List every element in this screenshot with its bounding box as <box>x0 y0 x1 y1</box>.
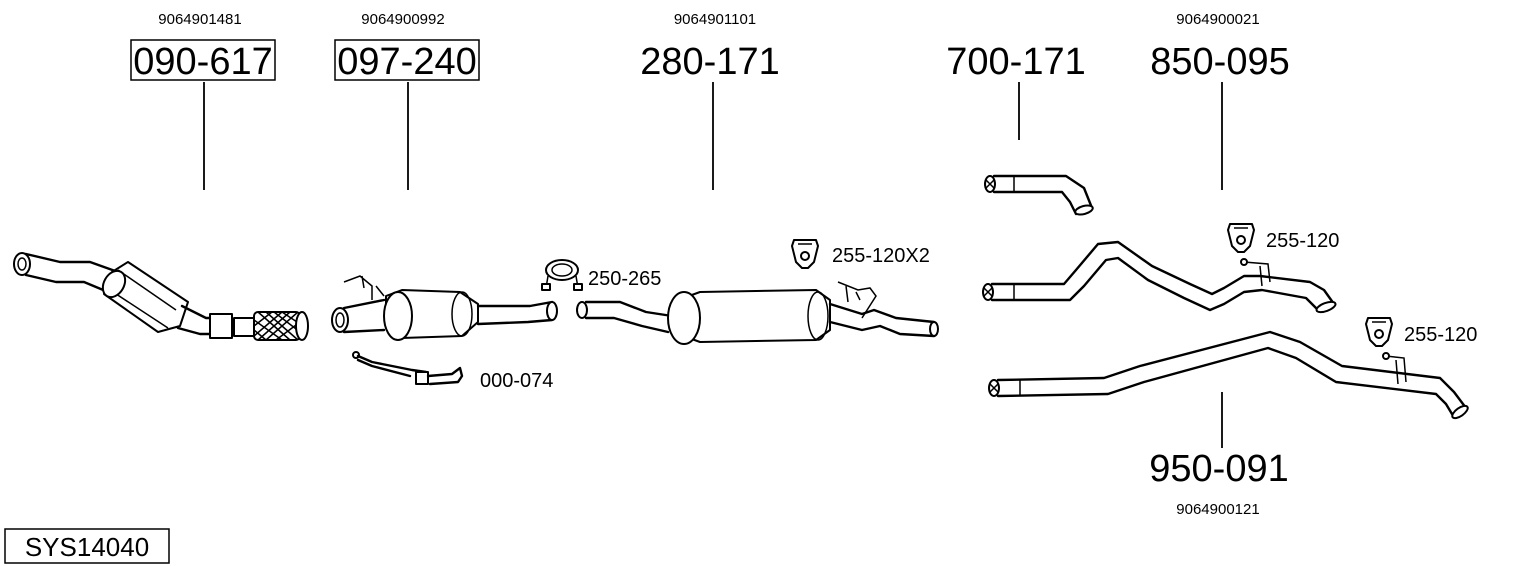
sensor-part-number[interactable]: 000-074 <box>480 370 553 392</box>
rubber-hanger-icon[interactable] <box>1365 317 1393 347</box>
front-pipe-catalyst-part[interactable] <box>13 252 309 341</box>
particulate-filter-part[interactable] <box>331 275 558 341</box>
oem-number-097-240: 9064900992 <box>361 11 444 28</box>
oem-number-850-095: 9064900021 <box>1176 11 1259 28</box>
part-box-097-240 <box>334 39 480 81</box>
oem-number-280-171: 9064901101 <box>674 11 756 28</box>
part-box-090-617 <box>130 39 276 81</box>
muffler-hanger-part-number[interactable]: 255-120X2 <box>832 245 930 267</box>
sensor-line-part[interactable] <box>352 351 464 386</box>
oem-number-090-617: 9064901481 <box>158 11 241 28</box>
oem-number-950-091: 9064900121 <box>1176 501 1259 518</box>
rear-pipe-upper-part[interactable] <box>982 240 1337 314</box>
system-id: SYS14040 <box>25 532 149 562</box>
clamp-icon[interactable] <box>541 259 583 291</box>
system-id-box <box>4 528 170 564</box>
rubber-hanger-icon[interactable] <box>791 239 819 269</box>
part-number-280-171[interactable]: 280-171 <box>640 41 779 83</box>
lower-hanger-part-number[interactable]: 255-120 <box>1404 324 1477 346</box>
rubber-hanger-icon[interactable] <box>1227 223 1255 253</box>
middle-silencer-part[interactable] <box>576 281 939 345</box>
tail-piece-part[interactable] <box>984 174 1094 216</box>
rear-pipe-lower-part[interactable] <box>988 330 1470 420</box>
part-number-950-091[interactable]: 950-091 <box>1149 448 1288 490</box>
part-number-700-171[interactable]: 700-171 <box>946 41 1085 83</box>
part-number-097-240[interactable]: 097-240 <box>337 41 476 83</box>
upper-hanger-part-number[interactable]: 255-120 <box>1266 230 1339 252</box>
clamp-part-number[interactable]: 250-265 <box>588 268 661 290</box>
part-number-090-617[interactable]: 090-617 <box>133 41 272 83</box>
part-number-850-095[interactable]: 850-095 <box>1150 41 1289 83</box>
